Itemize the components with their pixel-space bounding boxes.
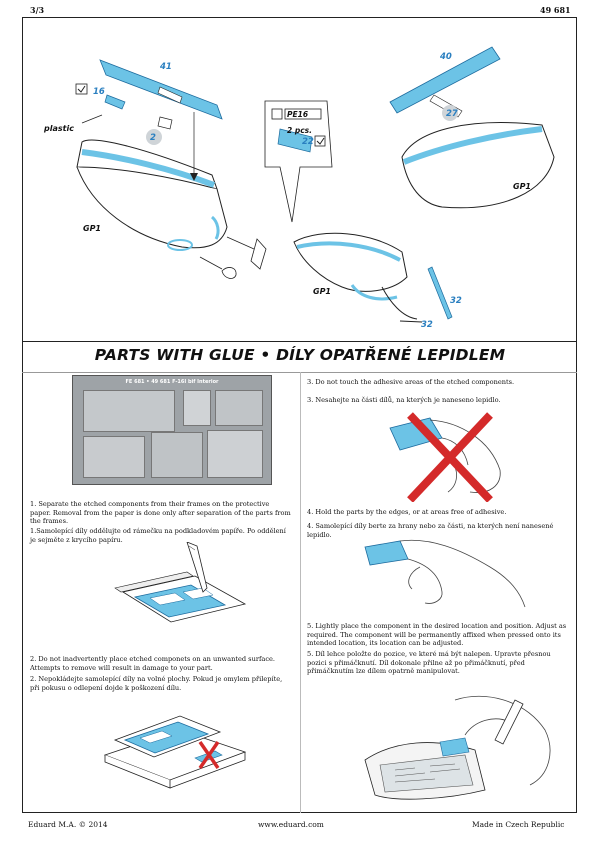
label-part-22: 22 [302, 137, 314, 147]
step-5-en: 5. Lightly place the component in the de… [307, 622, 567, 648]
column-divider [300, 372, 301, 813]
part-small [157, 116, 173, 130]
fret-label: FE 681 • 49 681 F-16I bif Interior [125, 379, 219, 385]
label-gp1-left: GP1 [83, 224, 101, 233]
step-1-en: 1. Separate the etched components from t… [30, 500, 291, 526]
part-2-marker [146, 129, 162, 145]
title-underline [22, 372, 577, 373]
label-pe16: PE16 [287, 110, 309, 119]
footer-origin: Made in Czech Republic [472, 820, 565, 829]
label-part-32b: 32 [421, 320, 433, 330]
label-part-41: 41 [160, 62, 172, 72]
label-part-40: 40 [440, 52, 452, 62]
step-1-cz: 1.Samolepící díly oddělujte od rámečku n… [30, 527, 286, 544]
assembly-illustration [75, 46, 555, 323]
footer-copyright: Eduard M.A. © 2014 [28, 820, 108, 829]
check-icon [75, 83, 88, 95]
step-1-illustration [114, 542, 247, 623]
section-divider [22, 341, 577, 342]
kit-code: 49 681 [540, 5, 571, 15]
label-part-16: 16 [93, 87, 105, 97]
footer-url: www.eduard.com [258, 820, 324, 829]
pe16-callout [264, 100, 333, 223]
label-gp1-right: GP1 [513, 182, 531, 191]
label-pcs: 2 pcs. [287, 126, 312, 135]
step-4-cz: 4. Samolepící díly berte za hrany nebo z… [307, 522, 554, 539]
label-part-2: 2 [150, 133, 156, 143]
page-number: 3/3 [30, 5, 45, 15]
label-plastic: plastic [44, 124, 74, 133]
cross-icon [198, 741, 220, 769]
label-gp1-bottom: GP1 [313, 287, 331, 296]
section-title: PARTS WITH GLUE • DÍLY OPATŘENÉ LEPIDLEM [94, 346, 506, 364]
part-41-strip [99, 59, 223, 181]
right-shell [389, 46, 555, 209]
left-connector [199, 236, 267, 279]
right-lower-shell [293, 232, 453, 323]
label-part-27: 27 [446, 109, 458, 119]
label-part-32a: 32 [450, 296, 462, 306]
step-3-cz: 3. Nesahejte na části dílů, na kterých j… [307, 396, 501, 404]
page-frame [22, 17, 577, 813]
step-4-en: 4. Hold the parts by the edges, or at ar… [307, 508, 507, 516]
step-5-cz: 5. Díl lehce položte do pozice, ve které… [307, 650, 551, 676]
step-3-illustration [389, 412, 501, 502]
step-4-illustration [364, 539, 526, 608]
plastic-leader [81, 114, 103, 124]
step-5-illustration [364, 695, 551, 800]
step-2-en: 2. Do not inadvertently place etched com… [30, 655, 276, 672]
part-16 [104, 94, 126, 110]
cross-icon [407, 412, 493, 502]
step-2-illustration [103, 715, 247, 789]
left-shell [76, 139, 228, 251]
step-2-cz: 2. Nepokládejte samolepící díly na volné… [30, 675, 283, 692]
step-3-en: 3. Do not touch the adhesive areas of th… [307, 378, 515, 386]
fret-photo: FE 681 • 49 681 F-16I bif Interior [72, 375, 272, 485]
part-27-marker [442, 105, 458, 121]
